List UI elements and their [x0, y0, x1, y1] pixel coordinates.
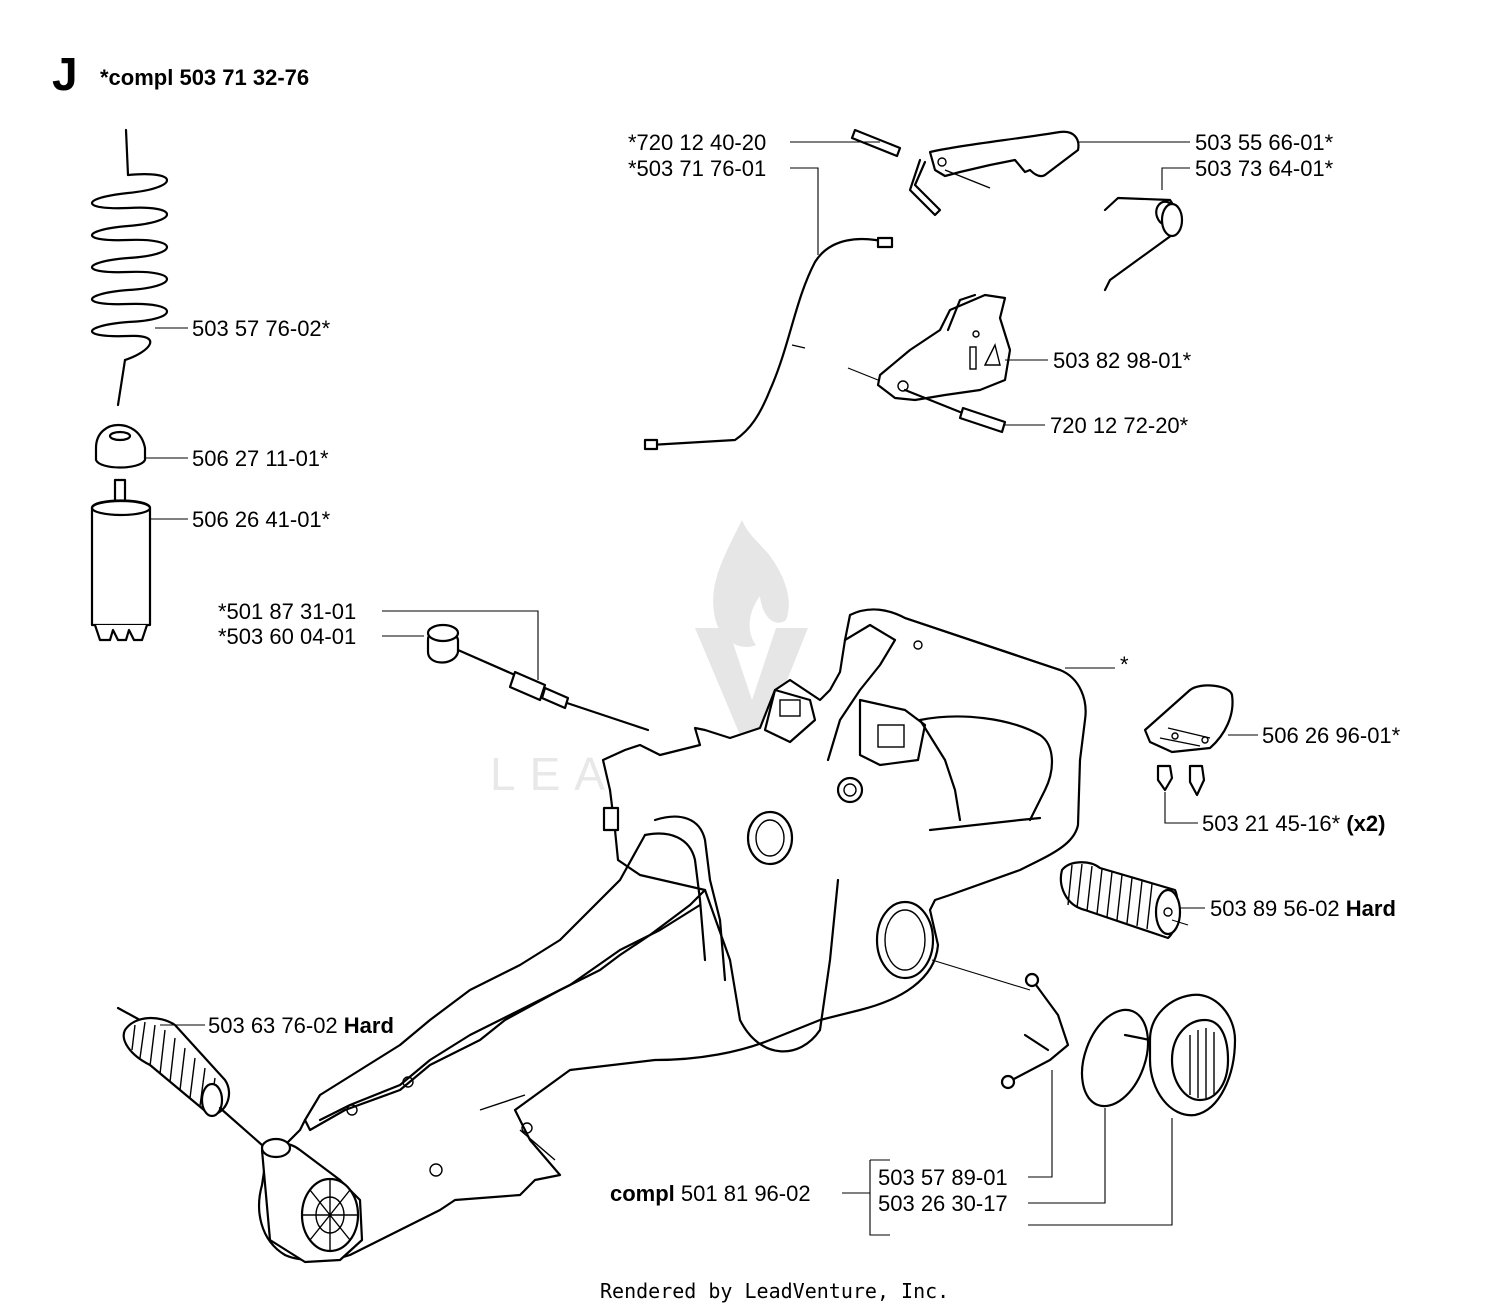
footer-credit: Rendered by LeadVenture, Inc. — [600, 1279, 949, 1303]
label-pin-top[interactable]: *720 12 40-20 — [628, 130, 766, 155]
fuel-hose-part[interactable] — [91, 128, 169, 407]
lockout-part[interactable] — [876, 293, 1012, 402]
label-screw[interactable]: 503 21 45-16* (x2) — [1202, 811, 1385, 836]
assembly-reference: *compl 503 71 32-76 — [100, 65, 309, 90]
leader-lockout-axis — [847, 367, 879, 381]
v-mark-icon — [695, 628, 808, 735]
leader-choke-rod — [382, 610, 539, 680]
label-lockout[interactable]: 503 82 98-01* — [1053, 348, 1192, 373]
tank-housing-part[interactable] — [258, 608, 1087, 1264]
label-grommet[interactable]: *503 60 04-01 — [218, 624, 356, 649]
label-cap-strap[interactable]: 503 57 89-01 — [878, 1165, 1008, 1190]
label-av-rear-hard: Hard — [1346, 896, 1396, 921]
leader-cap-strap — [1028, 1070, 1053, 1178]
label-av-rear-number: 503 89 56-02 — [1210, 896, 1340, 921]
label-trigger-spring[interactable]: 503 73 64-01* — [1195, 156, 1334, 181]
leader-cap-axis — [931, 959, 1031, 991]
trigger-spring-part[interactable] — [1103, 196, 1184, 292]
label-cap-compl[interactable]: compl 501 81 96-02 — [610, 1181, 811, 1206]
label-screw-quantity: (x2) — [1346, 811, 1385, 836]
av-spring-rear-part[interactable] — [1059, 861, 1182, 940]
label-av-front-number: 503 63 76-02 — [208, 1013, 338, 1038]
guard-plate-part[interactable] — [1143, 684, 1234, 754]
label-filter-cap[interactable]: 506 27 11-01* — [192, 446, 329, 471]
label-screw-number: 503 21 45-16* — [1202, 811, 1341, 836]
label-handle[interactable]: * — [1120, 652, 1129, 677]
label-av-front-hard: Hard — [344, 1013, 394, 1038]
leader-tank-cap — [1028, 1118, 1173, 1226]
section-letter: J — [52, 48, 78, 100]
filter-cap-part[interactable] — [94, 423, 147, 469]
label-choke-rod[interactable]: *501 87 31-01 — [218, 599, 356, 624]
pin-lockout-part[interactable] — [903, 388, 1007, 434]
screw-part[interactable] — [1156, 764, 1206, 797]
label-pin-lockout[interactable]: 720 12 72-20* — [1050, 413, 1189, 438]
av-spring-front-part[interactable] — [116, 1006, 264, 1147]
cap-bracket — [842, 1159, 890, 1236]
cap-oring-part[interactable] — [1070, 1001, 1161, 1115]
label-cap-compl-number: 501 81 96-02 — [681, 1181, 811, 1206]
cap-strap-part[interactable] — [1000, 972, 1070, 1090]
pin-top-part[interactable] — [850, 128, 902, 158]
label-cap-oring[interactable]: 503 26 30-17 — [878, 1191, 1008, 1216]
label-throttle-rod[interactable]: *503 71 76-01 — [628, 156, 766, 181]
leader-throttle-rod — [790, 167, 819, 255]
label-cap-compl-word: compl — [610, 1181, 675, 1206]
throttle-trigger-part[interactable] — [908, 130, 1080, 217]
leader-av-rear-axis — [1171, 919, 1189, 926]
fuel-filter-part[interactable] — [90, 478, 152, 642]
leader-screw — [1164, 792, 1198, 824]
throttle-rod-part[interactable] — [643, 236, 894, 451]
grommet-part[interactable] — [426, 623, 460, 664]
label-guard-plate[interactable]: 506 26 96-01* — [1262, 723, 1401, 748]
label-av-rear[interactable]: 503 89 56-02 Hard — [1210, 896, 1396, 921]
label-av-front[interactable]: 503 63 76-02 Hard — [208, 1013, 394, 1038]
label-fuel-filter[interactable]: 506 26 41-01* — [192, 507, 331, 532]
leader-cap-oring — [1028, 1108, 1106, 1204]
label-throttle-trigger[interactable]: 503 55 66-01* — [1195, 130, 1334, 155]
flame-icon — [713, 520, 789, 647]
label-fuel-hose[interactable]: 503 57 76-02* — [192, 316, 331, 341]
tank-cap-part[interactable] — [1123, 993, 1237, 1117]
leader-trigger-spring — [1161, 167, 1190, 190]
choke-rod-part[interactable] — [456, 648, 650, 732]
